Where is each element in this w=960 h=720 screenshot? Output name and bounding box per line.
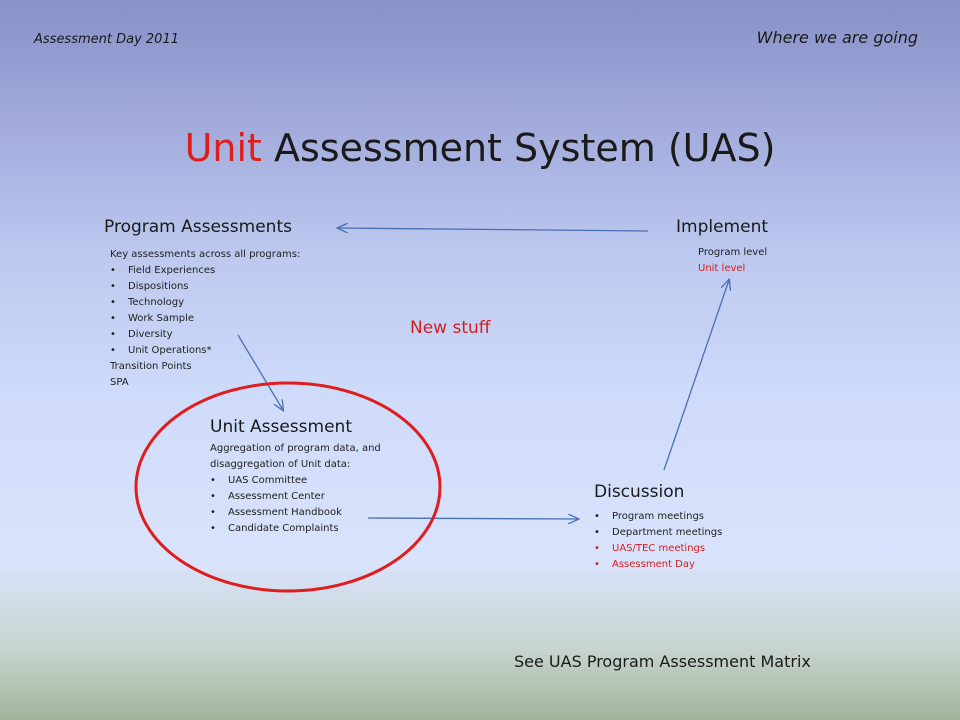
implement-line: Unit level	[698, 263, 746, 274]
new-stuff-label: New stuff	[410, 318, 491, 338]
list-item: Work Sample	[110, 311, 300, 327]
program-assessments-intro: Key assessments across all programs:	[110, 249, 301, 260]
page-title: Unit Assessment System (UAS)	[0, 126, 960, 170]
implement-heading: Implement	[676, 217, 769, 237]
header-right-note: Where we are going	[756, 28, 918, 47]
list-item: Diversity	[110, 327, 300, 343]
discussion-list: Program meetings Department meetings UAS…	[594, 509, 722, 573]
matrix-reference-note: See UAS Program Assessment Matrix	[514, 652, 811, 671]
unit-assessment-highlight-ellipse	[134, 381, 442, 593]
list-item: UAS Committee	[210, 473, 381, 489]
title-highlight: Unit	[184, 126, 262, 170]
list-item: Dispositions	[110, 279, 300, 295]
list-item: Program meetings	[594, 509, 722, 525]
unit-assessment-heading: Unit Assessment	[210, 417, 352, 437]
list-item: UAS/TEC meetings	[594, 541, 722, 557]
list-item: Department meetings	[594, 525, 722, 541]
list-item: Technology	[110, 295, 300, 311]
program-assessments-block: Key assessments across all programs: Fie…	[110, 247, 300, 391]
program-assessments-extra: SPA	[110, 377, 129, 388]
list-item: Field Experiences	[110, 263, 300, 279]
unit-assessment-block: Aggregation of program data, and disaggr…	[210, 441, 381, 537]
title-rest: Assessment System (UAS)	[261, 126, 776, 170]
arrow-discussion-to-implement	[663, 280, 729, 471]
header-left-note: Assessment Day 2011	[34, 32, 179, 47]
arrow-unit-to-discussion	[367, 518, 578, 519]
list-item: Assessment Handbook	[210, 505, 381, 521]
discussion-heading: Discussion	[594, 482, 685, 502]
list-item: Unit Operations*	[110, 343, 300, 359]
discussion-block: Program meetings Department meetings UAS…	[594, 509, 722, 573]
implement-block: Program level Unit level	[698, 245, 767, 277]
arrow-implement-to-program	[338, 228, 649, 231]
list-item: Assessment Center	[210, 489, 381, 505]
program-assessments-list: Field Experiences Dispositions Technolog…	[110, 263, 300, 359]
list-item: Candidate Complaints	[210, 521, 381, 537]
list-item: Assessment Day	[594, 557, 722, 573]
unit-assessment-list: UAS Committee Assessment Center Assessme…	[210, 473, 381, 537]
program-assessments-extra: Transition Points	[110, 361, 192, 372]
implement-line: Program level	[698, 247, 768, 258]
unit-assessment-intro: disaggregation of Unit data:	[210, 459, 351, 470]
unit-assessment-intro: Aggregation of program data, and	[210, 443, 381, 454]
program-assessments-heading: Program Assessments	[104, 217, 292, 237]
